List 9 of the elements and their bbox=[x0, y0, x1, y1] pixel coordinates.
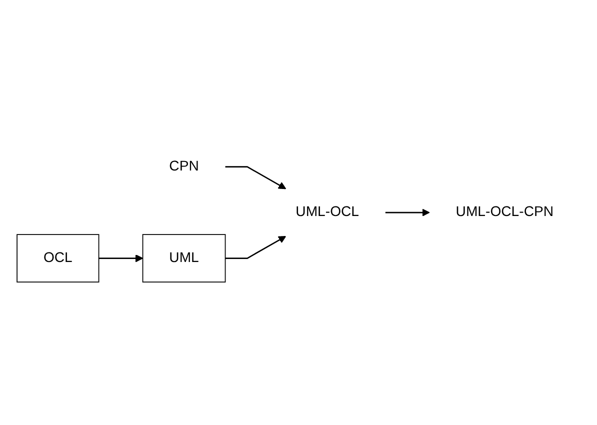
arrow bbox=[385, 208, 430, 216]
node-box: OCL bbox=[16, 234, 100, 282]
node-box: UML bbox=[142, 234, 226, 282]
node-text: UML-OCL bbox=[296, 204, 360, 220]
node-text: UML-OCL-CPN bbox=[456, 204, 554, 220]
node-text: CPN bbox=[169, 158, 199, 174]
arrow bbox=[225, 166, 286, 190]
arrow bbox=[98, 254, 144, 262]
arrow bbox=[225, 236, 286, 259]
